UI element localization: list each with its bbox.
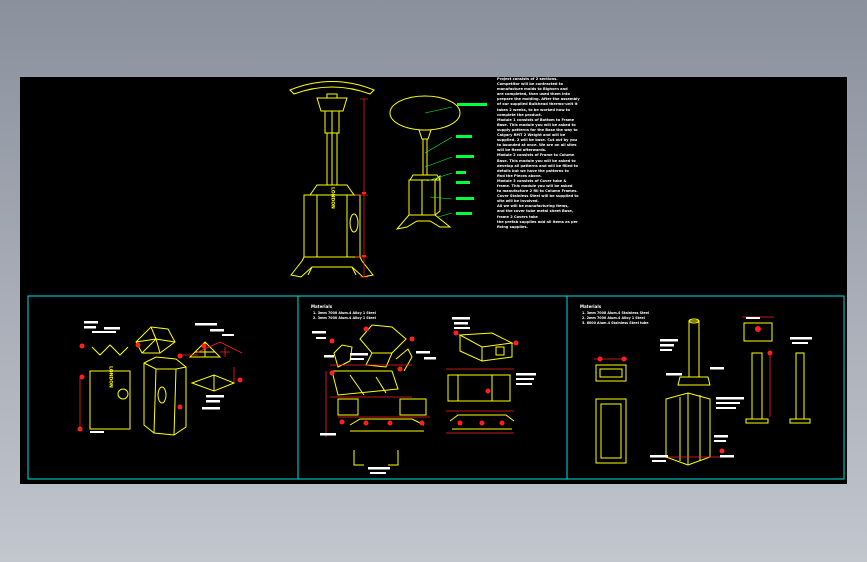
isometric-callout-leaders — [424, 106, 453, 218]
general-note: All we will be manufacturing items, — [497, 204, 569, 209]
general-note: Module 2 consists of Frame to Column — [497, 153, 575, 158]
general-note: fixing supplies. — [497, 224, 528, 229]
general-note: are completed, then used them into — [497, 92, 570, 97]
cad-drawing: LONDON — [27, 81, 845, 480]
right-panel-note-3: 3. 6000 Alum.4 Stainless Steel tube — [582, 321, 649, 325]
left-panel-markers — [77, 342, 243, 432]
elevation-dim-ticks — [362, 192, 366, 257]
general-note: Module 3 consists of Cover tube & — [497, 178, 567, 183]
general-note: details but we have the patterns to — [497, 168, 569, 173]
general-note: Cover Stainless Steel will be supplied t… — [497, 194, 579, 199]
mid-panel-note-1: 1. 3mm 7000 Alum.4 Alloy 1 Steel — [313, 311, 376, 315]
general-note: site will be involved. — [497, 199, 539, 204]
panel-frames — [27, 295, 845, 480]
isometric-callout-marks — [456, 103, 487, 215]
heater-elevation-front — [289, 81, 375, 278]
general-note: takes 2 weeks, to be worked how to — [497, 107, 570, 112]
general-note: frame 2 Covers take — [497, 214, 538, 219]
general-note: complete the product. — [497, 112, 543, 117]
general-note: Base. This module you will be asked to — [497, 158, 576, 163]
mid-panel-note-2: 2. 3mm 7000 Alum.4 Alloy 1 Steel — [313, 316, 376, 320]
left-panel-red — [79, 341, 243, 427]
general-note: Competitor will be contracted to — [497, 82, 563, 87]
left-panel-drawings — [89, 326, 236, 436]
general-notes: Project consists of 2 sections. Competit… — [497, 77, 607, 230]
left-panel-text-marks — [84, 321, 234, 433]
elevation-dimensions — [355, 98, 368, 278]
general-note: supplied. 2 will be base. Cut out by you — [497, 138, 578, 143]
general-note: Calgary RMT 2 Weight and will be — [497, 133, 566, 138]
left-panel-side-lettering: LONDON — [108, 366, 114, 388]
right-panel-note-1: 1. 3mm 7000 Alum.4 Stainless Steel — [582, 311, 649, 315]
heater-side-lettering: LONDON — [330, 187, 336, 209]
general-note: of our supplied Bulkhead thermo-unit it — [497, 102, 578, 107]
general-note: will be fixed afterwards. — [497, 148, 547, 153]
general-note: find the Pieces above. — [497, 173, 542, 178]
side-lettering: LONDON — [330, 187, 336, 209]
general-note: prepare the molding. After the assembly — [497, 97, 580, 102]
general-note: to bounded at once. We are on all sites — [497, 143, 577, 148]
mid-panel-markers — [329, 326, 519, 426]
general-note: supply patterns for the Base the way to — [497, 127, 578, 132]
right-panel-drawings — [595, 318, 811, 466]
right-panel-markers — [597, 326, 773, 454]
general-note: Module 1 consists of Bottom to Frame — [497, 117, 575, 122]
right-panel-note-2: 2. 2mm 7000 Alum.4 Alloy 1 Steel — [582, 316, 645, 320]
heater-isometric — [389, 95, 461, 230]
right-panel-text-marks — [650, 317, 812, 462]
mid-panel-red — [325, 364, 514, 437]
general-note: frame. This module you will be asked — [497, 183, 573, 188]
right-panel-title: Materials — [580, 304, 602, 309]
general-note: the prefab supplies add all items as per — [497, 219, 578, 224]
general-note: Project consists of 2 sections. — [497, 77, 558, 81]
general-note: develop all patterns and will be filled … — [497, 163, 578, 168]
mid-panel-text-marks — [312, 317, 536, 474]
general-note: manufacture molds to Bighorn and — [497, 87, 568, 92]
general-note: Base. This module you will be asked to — [497, 122, 576, 127]
drawing-viewport[interactable]: LONDON — [20, 77, 847, 484]
mid-panel-title: Materials — [311, 304, 333, 309]
general-note: and the cover tube metal sheet Base, — [497, 209, 574, 214]
mid-panel-drawings — [331, 324, 515, 466]
general-note: to manufacture 2 fill to Column Frames. — [497, 189, 578, 194]
